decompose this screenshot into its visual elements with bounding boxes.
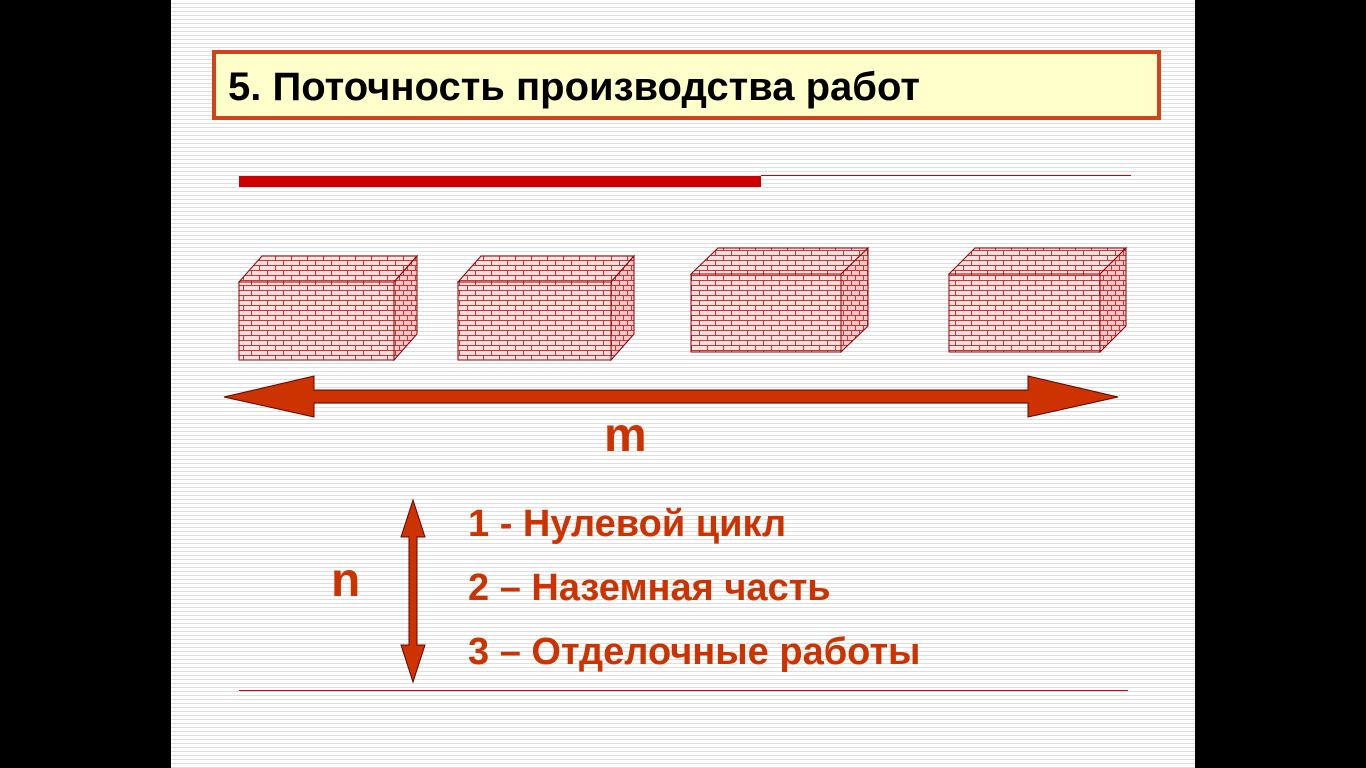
vertical-double-arrow: [400, 498, 426, 684]
legend-item-2: 2 – Наземная часть: [468, 567, 831, 609]
legend-item-1: 1 - Нулевой цикл: [468, 503, 787, 545]
horizontal-double-arrow: [223, 375, 1119, 418]
building-block-3: [689, 246, 870, 354]
legend-item-3: 3 – Отделочные работы: [468, 631, 921, 673]
axis-m-label: m: [604, 409, 647, 462]
decorative-red-bar: [239, 176, 761, 187]
decorative-line-bottom: [239, 690, 1128, 691]
axis-n-label: n: [331, 554, 361, 607]
slide-title: 5. Поточность производства работ: [228, 65, 920, 109]
building-block-4: [947, 246, 1128, 354]
diagram: [223, 246, 1128, 684]
building-block-2: [456, 254, 636, 362]
decorative-line-top: [761, 175, 1131, 176]
slide: 5. Поточность производства работ: [171, 0, 1195, 768]
building-block-1: [237, 254, 419, 362]
title-box: 5. Поточность производства работ: [212, 50, 1161, 120]
